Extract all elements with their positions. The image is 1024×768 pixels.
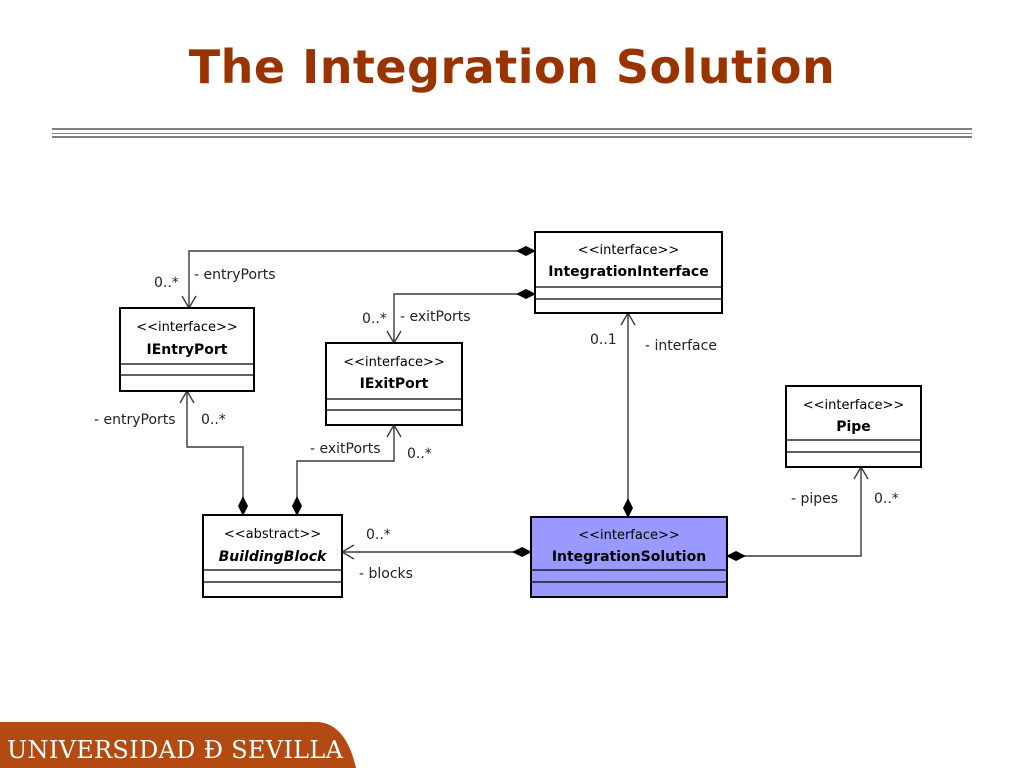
- class-name: IEntryPort: [147, 342, 228, 358]
- class-ientry-port: <<interface>> IEntryPort: [119, 307, 255, 392]
- role-label: - blocks: [359, 566, 413, 582]
- title-rule-middle: [52, 133, 972, 134]
- class-stereotype: <<interface>>: [136, 320, 238, 335]
- class-stereotype: <<interface>>: [803, 398, 905, 413]
- class-stereotype: <<abstract>>: [224, 527, 321, 542]
- class-stereotype: <<interface>>: [343, 355, 445, 370]
- class-integration-solution: <<interface>> IntegrationSolution: [530, 516, 728, 598]
- class-building-block: <<abstract>> BuildingBlock: [202, 514, 343, 598]
- role-label: - interface: [645, 338, 717, 354]
- multiplicity-label: 0..*: [362, 311, 387, 327]
- class-name: IntegrationSolution: [552, 549, 706, 565]
- footer-band: [0, 722, 356, 768]
- multiplicity-label: 0..*: [366, 527, 391, 543]
- role-label: - exitPorts: [400, 309, 471, 325]
- class-iexit-port: <<interface>> IExitPort: [325, 342, 463, 426]
- role-label: - entryPorts: [194, 267, 276, 283]
- class-name: IExitPort: [360, 376, 429, 392]
- title-rule-bottom: [52, 136, 972, 138]
- association-solution-blocks: 0..* - blocks: [340, 527, 532, 582]
- multiplicity-label: 0..*: [874, 491, 899, 507]
- association-interface-entryports: - entryPorts 0..*: [154, 246, 536, 310]
- multiplicity-label: 0..*: [407, 446, 432, 462]
- association-solution-pipes: - pipes 0..*: [726, 465, 899, 561]
- class-stereotype: <<interface>>: [578, 243, 680, 258]
- role-label: - pipes: [791, 491, 838, 507]
- multiplicity-label: 0..*: [201, 412, 226, 428]
- class-name: Pipe: [836, 419, 871, 435]
- role-label: - exitPorts: [310, 441, 381, 457]
- multiplicity-label: 0..*: [154, 275, 179, 291]
- association-interface-exitports: - exitPorts 0..*: [362, 289, 536, 345]
- university-logo-text: UNIVERSIDAD Ð SEVILLA: [7, 736, 344, 764]
- page-title: The Integration Solution: [188, 40, 836, 94]
- multiplicity-label: 0..1: [590, 332, 617, 348]
- association-block-entryports: - entryPorts 0..*: [94, 389, 248, 516]
- class-pipe: <<interface>> Pipe: [785, 385, 922, 468]
- role-label: - entryPorts: [94, 412, 176, 428]
- class-integration-interface: <<interface>> IntegrationInterface: [534, 231, 723, 314]
- class-name: IntegrationInterface: [548, 264, 708, 280]
- title-rule-top: [52, 128, 972, 130]
- class-name: BuildingBlock: [219, 549, 328, 565]
- association-block-exitports: - exitPorts 0..*: [292, 423, 432, 516]
- association-solution-interface: - interface 0..1: [590, 311, 717, 518]
- class-stereotype: <<interface>>: [578, 528, 680, 543]
